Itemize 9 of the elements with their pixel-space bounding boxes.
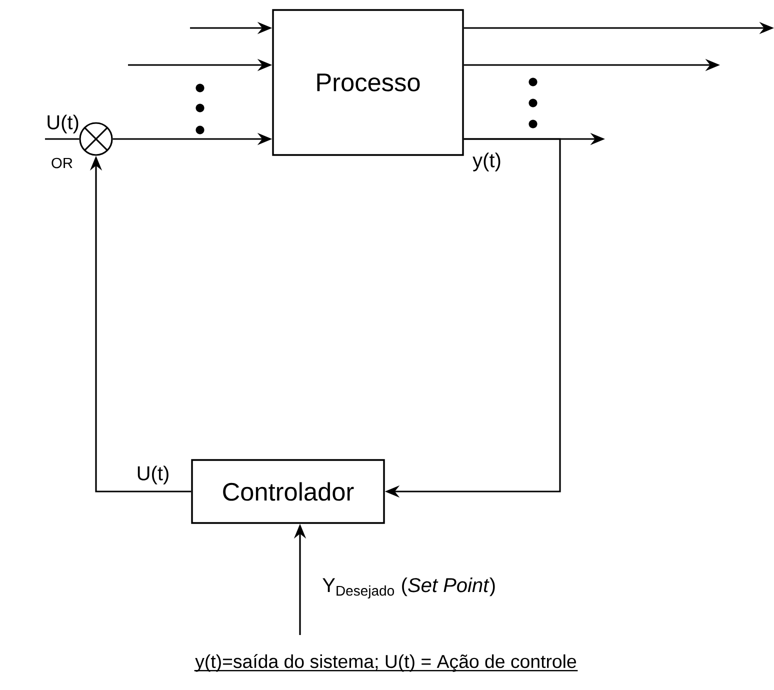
edge-label: U(t): [138, 466, 168, 484]
junction-label: OR: [52, 158, 72, 168]
edge-label: Y$_{Desejado}$ (Set Point): [322, 578, 495, 598]
process-box: Processo: [272, 9, 464, 156]
multiplier-circle: [79, 122, 113, 156]
edge-label: y(t): [472, 152, 500, 172]
caption: y(t)=saída do sistema; U(t) = Ação de controle: [194, 654, 578, 672]
edge-label: U(t): [48, 114, 78, 134]
process-box: Controlador: [191, 459, 385, 524]
